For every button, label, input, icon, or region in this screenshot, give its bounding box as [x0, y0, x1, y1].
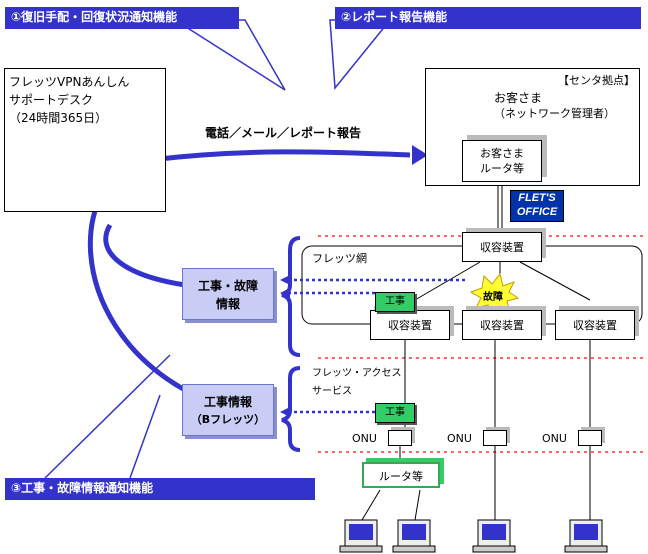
- flets-office-line1: FLET'S: [518, 192, 556, 204]
- function-label-notify: ③工事・故障情報通知機能: [5, 478, 315, 500]
- construction-tag: 工事: [375, 292, 415, 312]
- pc-icon: [472, 519, 516, 553]
- link-housing-1: [414, 261, 481, 301]
- housing-unit: 収容装置: [462, 310, 542, 340]
- bracket-flets: [281, 236, 301, 357]
- callout-pointer-2: [329, 19, 392, 90]
- construction-tag: 工事: [375, 403, 415, 423]
- function-label-recovery: ①復旧手配・回復状況通知機能: [5, 7, 239, 29]
- link-housing-3: [519, 261, 591, 301]
- customer-sub-label: （ネットワーク管理者）: [494, 107, 615, 120]
- flets-office-line2: OFFICE: [516, 206, 558, 218]
- report-arrowhead: [412, 145, 428, 165]
- pc-icon: [339, 519, 383, 553]
- callout-pointer-1: [172, 19, 286, 91]
- onu-label: ONU: [447, 432, 472, 445]
- bracket-access: [281, 366, 301, 452]
- info-box-construction-line2: （Bフレッツ）: [190, 413, 266, 426]
- support-desk-hours: （24時間365日）: [9, 111, 108, 125]
- customer-router: お客さま ルータ等: [462, 140, 542, 182]
- info-box-fault-line2: 情報: [215, 297, 240, 311]
- callout-pointer-3a: [44, 354, 171, 479]
- onu-device: [578, 430, 602, 446]
- flets-office-logo: FLET'S OFFICE: [510, 190, 564, 222]
- customer-router-line2: ルータ等: [480, 162, 524, 175]
- function-label-report: ②レポート報告機能: [335, 7, 641, 29]
- support-desk-box: フレッツVPNあんしん サポートデスク （24時間365日）: [4, 68, 166, 212]
- support-desk-subtitle: サポートデスク: [9, 93, 94, 107]
- housing-unit: 収容装置: [555, 310, 635, 340]
- access-service-label-2: サービス: [312, 386, 352, 397]
- housing-unit: 収容装置: [370, 310, 450, 340]
- onu-label: ONU: [542, 432, 567, 445]
- onu-device: [483, 430, 507, 446]
- info-box-fault: 工事・故障 情報: [182, 268, 274, 320]
- info-box-construction: 工事情報 （Bフレッツ）: [182, 384, 274, 436]
- center-site-tag: 【センタ拠点】: [558, 74, 635, 87]
- callout-pointer-3b: [129, 394, 161, 479]
- access-service-label-1: フレッツ・アクセス: [312, 368, 402, 379]
- pc-icon: [392, 519, 436, 553]
- housing-unit-top: 収容装置: [462, 232, 542, 262]
- support-desk-title: フレッツVPNあんしん: [9, 75, 130, 89]
- onu-device: [388, 430, 412, 446]
- pc-icon: [564, 519, 608, 553]
- info-box-construction-line1: 工事情報: [203, 395, 252, 409]
- report-curve-branch: [103, 223, 186, 288]
- info-box-fault-line1: 工事・故障: [197, 279, 258, 293]
- customer-router-line1: お客さま: [480, 147, 524, 160]
- onu-label: ONU: [352, 432, 377, 445]
- flets-net-label: フレッツ網: [312, 252, 367, 265]
- customer-label: お客さま: [494, 91, 543, 105]
- customer-router-bottom: ルータ等: [362, 462, 440, 488]
- report-channel-label: 電話／メール／レポート報告: [205, 126, 362, 140]
- fault-label: 故障: [483, 292, 503, 303]
